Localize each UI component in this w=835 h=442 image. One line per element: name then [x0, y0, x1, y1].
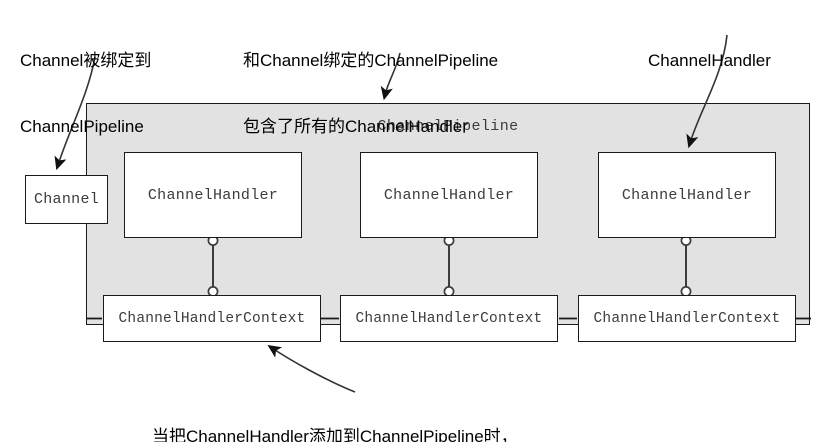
channel-handler-box-3[interactable]: ChannelHandler	[598, 152, 776, 238]
channel-handler-box-2[interactable]: ChannelHandler	[360, 152, 538, 238]
leader-arrow-context	[267, 344, 356, 393]
channel-handler-label-3: ChannelHandler	[621, 186, 753, 204]
annotation-context-created: 当把ChannelHandler添加到ChannelPipeline时， Cha…	[152, 382, 518, 442]
channel-handler-context-label-3: ChannelHandlerContext	[593, 310, 781, 327]
channel-handler-context-box-1[interactable]: ChannelHandlerContext	[103, 295, 321, 342]
channel-handler-context-label-1: ChannelHandlerContext	[118, 310, 306, 327]
leader-arrow-channel	[54, 56, 96, 171]
annotation-channel-binding-line1: Channel被绑定到	[20, 51, 152, 70]
channel-pipeline-title: ChannelPipeline	[377, 118, 519, 135]
channel-handler-context-box-3[interactable]: ChannelHandlerContext	[578, 295, 796, 342]
leader-arrow-pipeline	[380, 52, 401, 101]
annotation-channel-handler: ChannelHandler	[648, 6, 771, 116]
annotation-pipeline-contains: 和Channel绑定的ChannelPipeline 包含了所有的Channel…	[243, 6, 498, 182]
channel-handler-context-label-2: ChannelHandlerContext	[355, 310, 543, 327]
annotation-pipeline-contains-line1: 和Channel绑定的ChannelPipeline	[243, 51, 499, 70]
annotation-pipeline-contains-line2: 包含了所有的ChannelHandler	[243, 117, 468, 136]
channel-handler-label-1: ChannelHandler	[147, 186, 279, 204]
annotation-channel-handler-line1: ChannelHandler	[648, 51, 771, 70]
annotation-channel-binding: Channel被绑定到 ChannelPipeline	[20, 6, 151, 182]
annotation-context-created-line1: 当把ChannelHandler添加到ChannelPipeline时，	[152, 427, 518, 442]
leader-arrow-handler	[686, 34, 728, 149]
channel-box[interactable]: Channel	[25, 175, 108, 224]
channel-handler-label-2: ChannelHandler	[383, 186, 515, 204]
annotation-channel-binding-line2: ChannelPipeline	[20, 117, 144, 136]
channel-box-label: Channel	[33, 191, 100, 208]
channel-handler-box-1[interactable]: ChannelHandler	[124, 152, 302, 238]
channel-handler-context-box-2[interactable]: ChannelHandlerContext	[340, 295, 558, 342]
